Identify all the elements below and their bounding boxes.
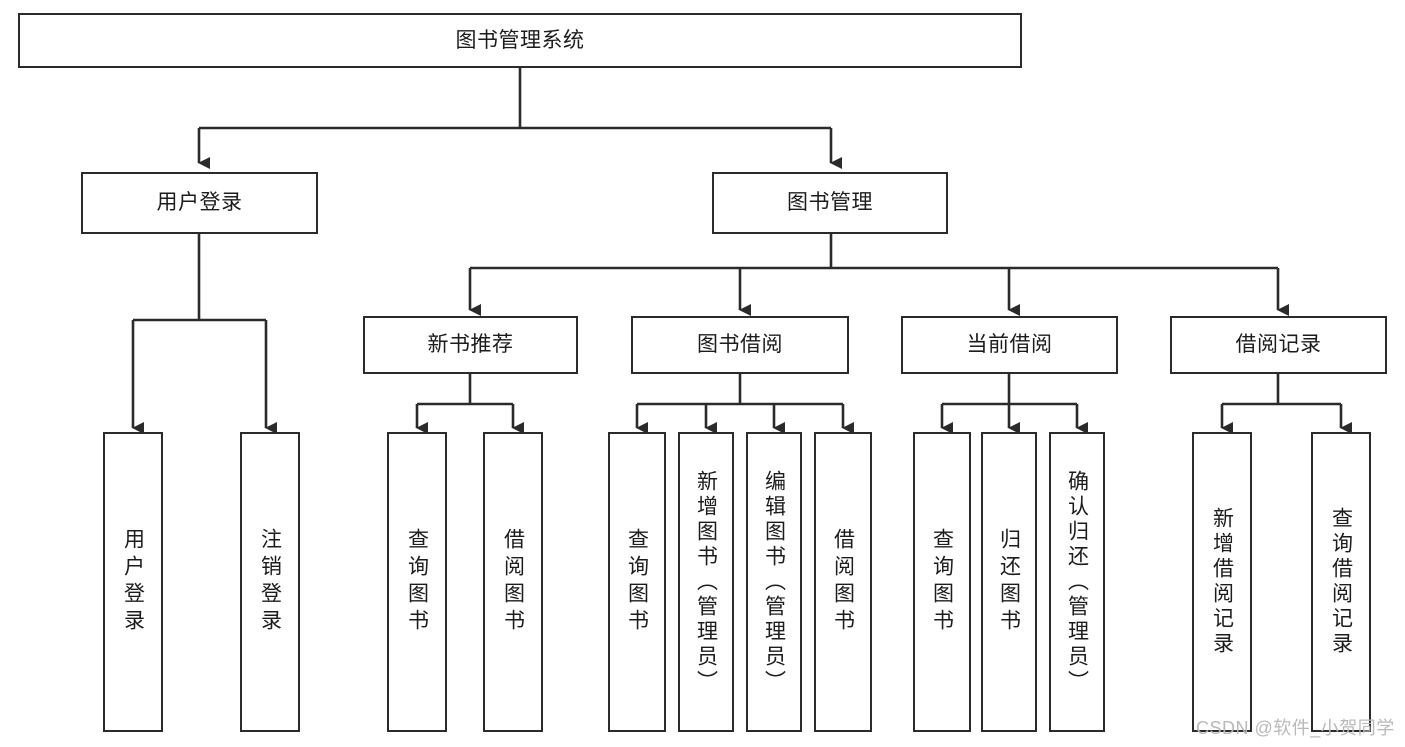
node-label: 确认归还（管理员） [1065, 469, 1089, 695]
node-label: 查询图书 [930, 528, 954, 636]
node-label: 图书管理系统 [455, 28, 585, 52]
node-label: 新增借阅记录 [1210, 507, 1234, 657]
node-label: 注销登录 [258, 528, 282, 636]
node-label: 当前借阅 [966, 333, 1053, 357]
node-leaf-logout-login[interactable]: 注销登录 [240, 432, 300, 732]
node-label: 新书推荐 [427, 333, 514, 357]
node-root-book-management-system[interactable]: 图书管理系统 [18, 13, 1022, 68]
node-leaf-borrow-book-1[interactable]: 借阅图书 [483, 432, 543, 732]
node-leaf-query-book-3[interactable]: 查询图书 [913, 432, 971, 732]
node-label: 编辑图书（管理员） [762, 469, 786, 695]
node-leaf-confirm-return[interactable]: 确认归还（管理员） [1049, 432, 1105, 732]
node-leaf-borrow-book-2[interactable]: 借阅图书 [814, 432, 872, 732]
watermark-text: CSDN @软件_小贺同学 [1196, 718, 1395, 738]
node-leaf-query-book-2[interactable]: 查询图书 [608, 432, 666, 732]
node-label: 新增图书（管理员） [694, 469, 718, 695]
node-borrow-record[interactable]: 借阅记录 [1170, 316, 1387, 374]
node-label: 归还图书 [997, 528, 1021, 636]
node-leaf-edit-book[interactable]: 编辑图书（管理员） [746, 432, 802, 732]
node-label: 用户登录 [121, 528, 145, 636]
node-current-borrow[interactable]: 当前借阅 [901, 316, 1118, 374]
node-leaf-add-record[interactable]: 新增借阅记录 [1192, 432, 1252, 732]
node-book-management[interactable]: 图书管理 [712, 172, 948, 234]
node-label: 查询图书 [405, 528, 429, 636]
node-label: 查询借阅记录 [1329, 507, 1353, 657]
node-label: 查询图书 [625, 528, 649, 636]
node-leaf-return-book[interactable]: 归还图书 [981, 432, 1037, 732]
node-label: 借阅记录 [1235, 333, 1322, 357]
node-label: 用户登录 [156, 191, 243, 215]
node-user-login[interactable]: 用户登录 [81, 172, 318, 234]
node-new-book-recommend[interactable]: 新书推荐 [363, 316, 578, 374]
node-book-borrow[interactable]: 图书借阅 [631, 316, 849, 374]
node-label: 图书管理 [787, 191, 873, 215]
node-label: 图书借阅 [697, 333, 783, 357]
node-leaf-query-book-1[interactable]: 查询图书 [387, 432, 447, 732]
node-leaf-user-login[interactable]: 用户登录 [103, 432, 163, 732]
node-leaf-query-record[interactable]: 查询借阅记录 [1311, 432, 1371, 732]
node-leaf-add-book[interactable]: 新增图书（管理员） [678, 432, 734, 732]
node-label: 借阅图书 [831, 528, 855, 636]
node-label: 借阅图书 [501, 528, 525, 636]
